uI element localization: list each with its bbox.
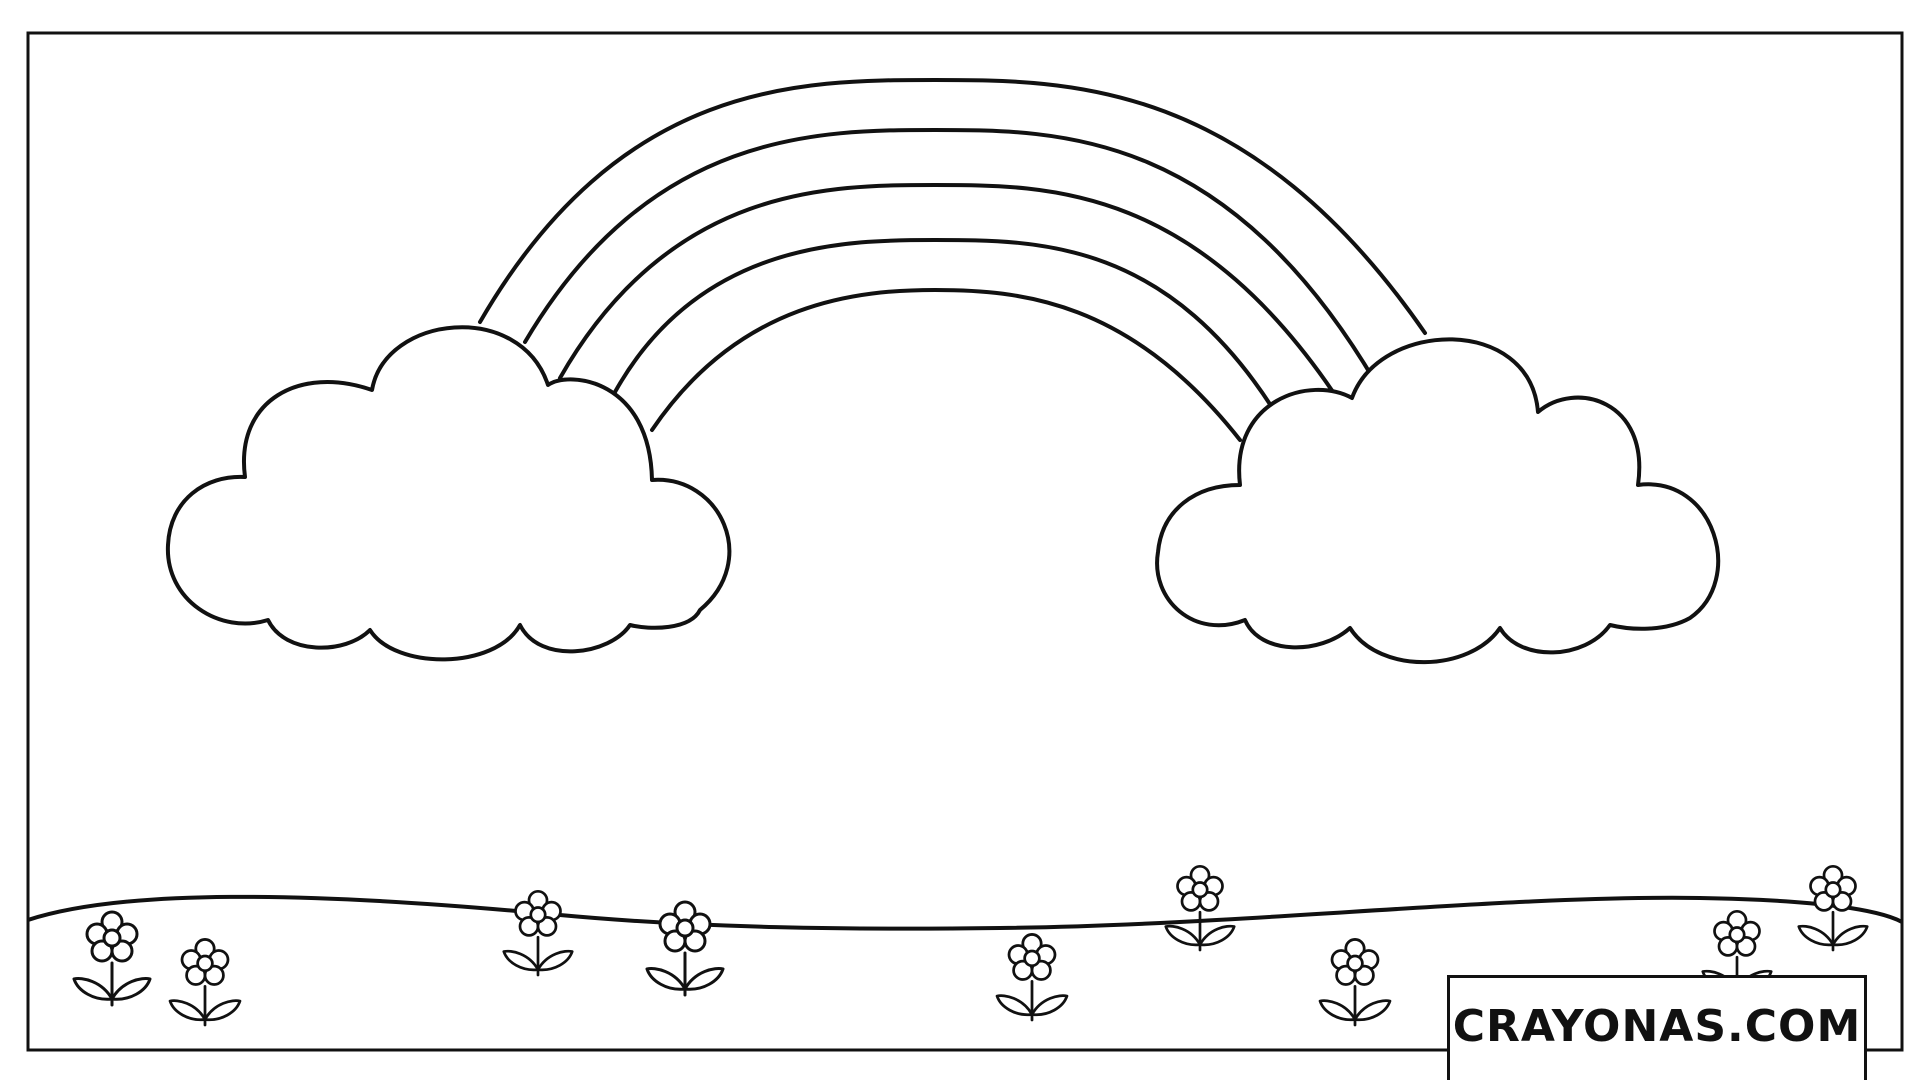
site-watermark: CRAYONAS.COM [1447,975,1867,1080]
cloud-icon [165,325,732,662]
ground-line [28,894,1902,931]
watermark-text: CRAYONAS.COM [1452,1001,1862,1052]
cloud-icon [1155,337,1721,665]
rainbow-icon [478,77,1427,442]
